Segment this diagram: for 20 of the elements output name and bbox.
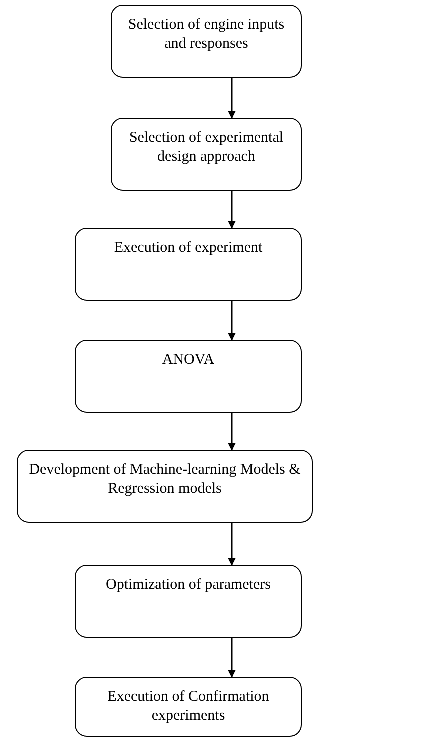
- box-text: ANOVA: [162, 351, 215, 370]
- process-box: [75, 677, 302, 737]
- arrow: [228, 413, 236, 451]
- arrow: [228, 191, 236, 229]
- process-box: [111, 118, 302, 191]
- process-box: [75, 228, 302, 301]
- box-text: Execution of experiment: [114, 239, 263, 258]
- box-text: Execution of Confirmation experiments: [106, 688, 270, 726]
- box-text: Development of Machine-learning Models & Regression models: [28, 461, 302, 499]
- arrow: [228, 638, 236, 678]
- arrow: [228, 78, 236, 119]
- arrow: [228, 523, 236, 566]
- process-box: [75, 340, 302, 413]
- box-text: Selection of experimental design approach: [128, 129, 285, 167]
- arrow: [228, 301, 236, 341]
- process-box: [17, 450, 313, 523]
- process-box: [75, 565, 302, 638]
- process-box: [111, 5, 302, 78]
- box-text: Optimization of parameters: [106, 576, 271, 595]
- box-text: Selection of engine inputs and responses: [127, 16, 286, 54]
